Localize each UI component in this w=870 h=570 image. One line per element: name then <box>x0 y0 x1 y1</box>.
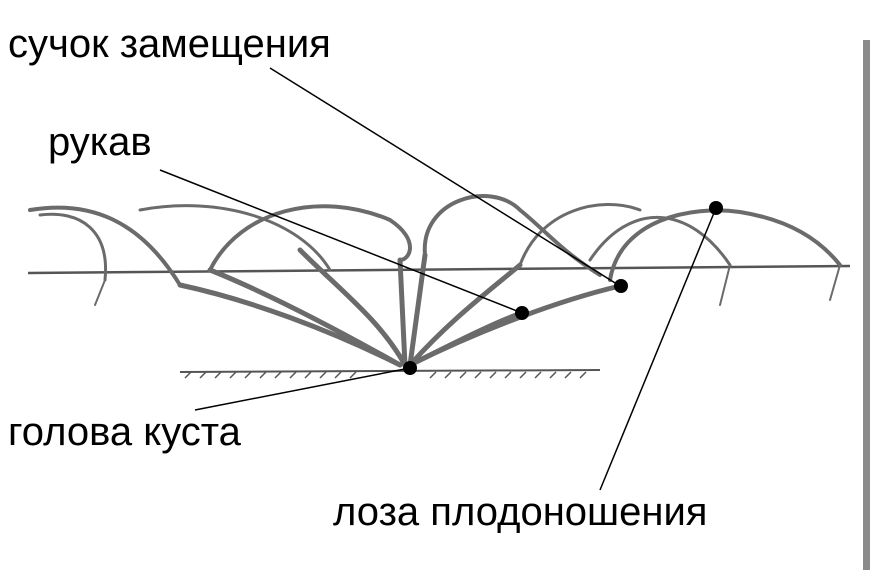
vine-branches <box>28 194 842 368</box>
pointer-lines <box>159 67 717 491</box>
label-arm: рукав <box>48 120 152 164</box>
label-fruiting-cane: лоза плодоношения <box>333 490 708 534</box>
dot-fruiting-cane <box>709 201 723 215</box>
marker-dots <box>403 201 723 375</box>
dot-replacement-spur <box>614 279 628 293</box>
dot-arm <box>515 306 529 320</box>
label-head: голова куста <box>8 410 241 454</box>
trellis-wire <box>27 264 851 275</box>
dot-head <box>403 361 417 375</box>
ground <box>179 369 601 379</box>
label-replacement-spur: сучок замещения <box>8 22 331 66</box>
page-edge-shadow <box>863 40 870 570</box>
